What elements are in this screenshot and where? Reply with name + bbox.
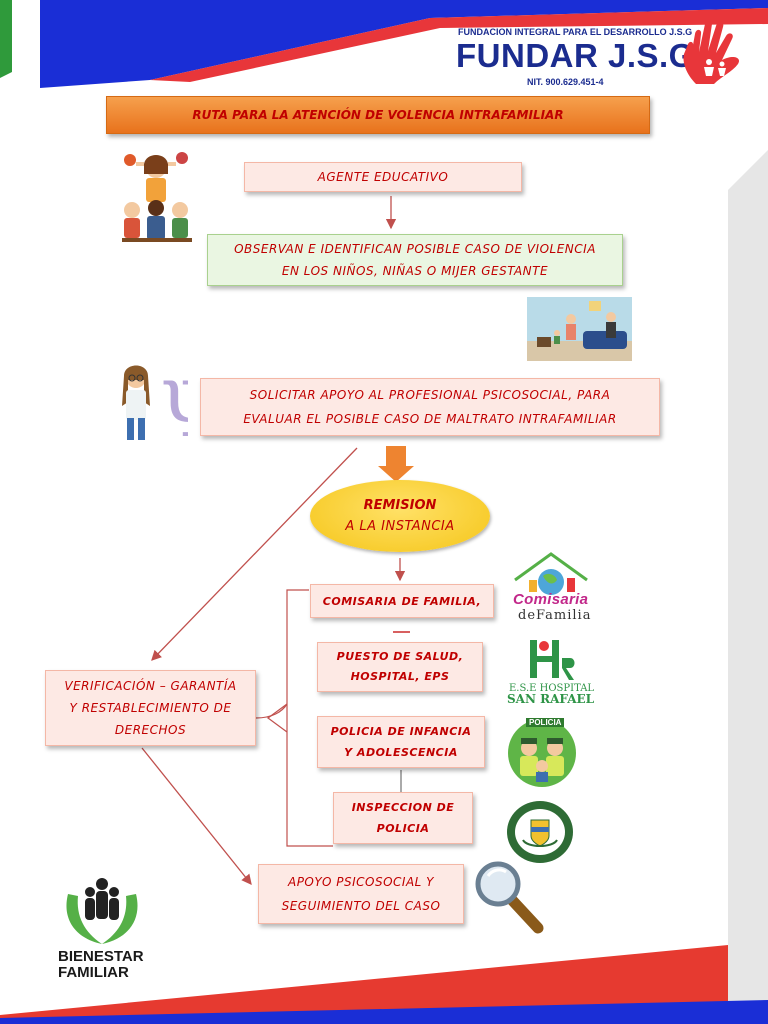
box-verificacion: VERIFICACIÓN – GARANTÍA Y RESTABLECIMIEN… <box>45 670 256 746</box>
inspeccion-line-2: POLICIA <box>376 822 430 835</box>
puesto-line-1: PUESTO DE SALUD, <box>336 650 464 663</box>
policia-word: POLICIA <box>526 718 565 727</box>
puesto-line-2: HOSPITAL, EPS <box>350 670 450 683</box>
svg-text:Ψ: Ψ <box>160 365 188 448</box>
box-puesto-salud: PUESTO DE SALUD, HOSPITAL, EPS <box>317 642 483 692</box>
policia-line-1: POLICIA DE INFANCIA <box>330 725 472 738</box>
bienestar-line-1: BIENESTAR <box>58 948 144 965</box>
comisaria-word: Comisaria <box>513 591 589 608</box>
remision-line-1: REMISION <box>363 498 437 513</box>
bienestar-hands-icon <box>66 878 138 944</box>
route-title: RUTA PARA LA ATENCIÓN DE VOLENCIA INTRAF… <box>106 96 650 134</box>
hospital-line-2: SAN RAFAEL <box>507 692 595 706</box>
box-solicitar-apoyo: SOLICITAR APOYO AL PROFESIONAL PSICOSOCI… <box>200 378 660 436</box>
org-nit: NIT. 900.629.451-4 <box>527 77 604 87</box>
apoyo-line-2: SEGUIMIENTO DEL CASO <box>281 899 441 913</box>
org-line: FUNDACION INTEGRAL PARA EL DESARROLLO J.… <box>458 27 693 37</box>
box-policia-infancia: POLICIA DE INFANCIA Y ADOLESCENCIA <box>317 716 485 768</box>
oval-remision: REMISION A LA INSTANCIA <box>310 480 490 552</box>
family-conflict-illustration-icon <box>527 297 632 361</box>
hospital-line-1: E.S.E HOSPITAL <box>509 683 595 694</box>
apoyo-line-1: APOYO PSICOSOCIAL Y <box>287 875 434 889</box>
solicitar-line-2: EVALUAR EL POSIBLE CASO DE MALTRATO INTR… <box>243 412 617 426</box>
box-apoyo-psicosocial: APOYO PSICOSOCIAL Y SEGUIMIENTO DEL CASO <box>258 864 464 924</box>
box-inspeccion-policia: INSPECCION DE POLICIA <box>333 792 473 844</box>
box-observan: OBSERVAN E IDENTIFICAN POSIBLE CASO DE V… <box>207 234 623 286</box>
house-globe-icon <box>514 552 588 595</box>
police-seal-icon <box>507 801 573 863</box>
hand-logo-icon <box>683 19 740 84</box>
org-name: FUNDAR J.S.G <box>456 37 695 74</box>
teacher-children-illustration-icon <box>122 152 192 242</box>
remision-line-2: A LA INSTANCIA <box>345 519 455 534</box>
inspeccion-line-1: INSPECCION DE <box>351 801 455 814</box>
verificacion-line-3: DERECHOS <box>114 723 187 737</box>
psychologist-illustration-icon: Ψ <box>122 365 188 448</box>
magnifier-icon <box>475 861 544 934</box>
solicitar-line-1: SOLICITAR APOYO AL PROFESIONAL PSICOSOCI… <box>249 388 611 402</box>
policia-line-2: Y ADOLESCENCIA <box>344 746 458 759</box>
hospital-hr-icon <box>530 640 575 680</box>
police-officers-icon <box>508 719 576 787</box>
box-agente-educativo: AGENTE EDUCATIVO <box>244 162 522 192</box>
verificacion-line-2: Y RESTABLECIMIENTO DE <box>69 701 232 715</box>
box-comisaria: COMISARIA DE FAMILIA, <box>310 584 494 618</box>
verificacion-line-1: VERIFICACIÓN – GARANTÍA <box>64 679 237 693</box>
bienestar-line-2: FAMILIAR <box>58 964 129 981</box>
comisaria-sub: deFamilia <box>518 608 592 623</box>
observan-line-2: EN LOS NIÑOS, NIÑAS O MIJER GESTANTE <box>281 264 549 278</box>
observan-line-1: OBSERVAN E IDENTIFICAN POSIBLE CASO DE V… <box>234 242 596 256</box>
